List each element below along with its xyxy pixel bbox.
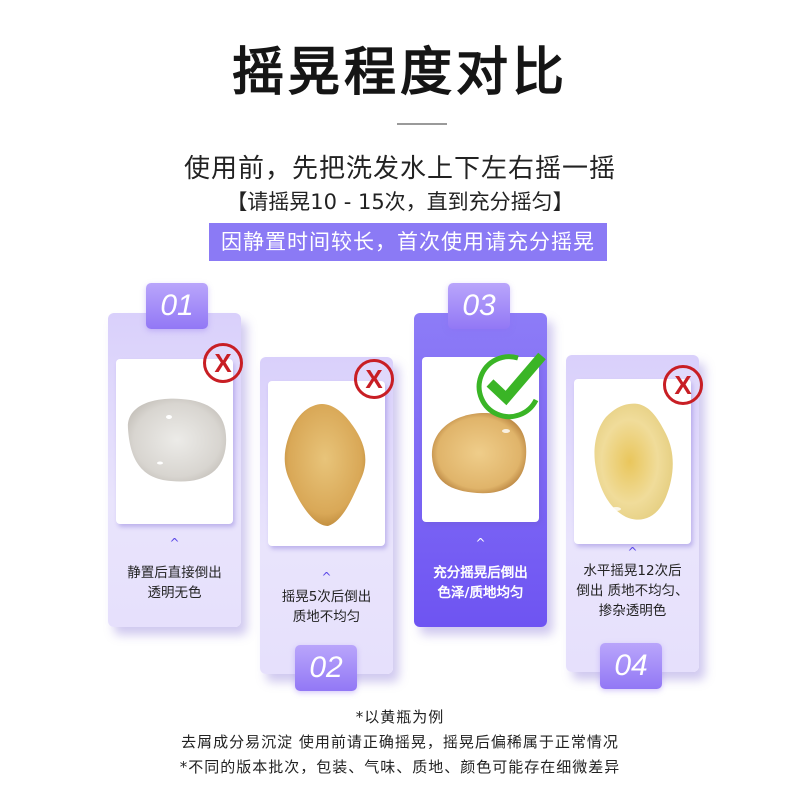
comparison-card-03: ^ 充分摇晃后倒出 色泽/质地均匀 — [414, 313, 547, 627]
incorrect-x-icon: X — [354, 359, 394, 399]
subtitle-shake-count: 【请摇晃10 - 15次，直到充分摇匀】 — [226, 190, 574, 214]
title-divider — [397, 123, 447, 125]
chevron-up-icon: ^ — [321, 570, 332, 584]
sample-photo — [268, 381, 385, 546]
even-shampoo-blob — [431, 412, 527, 494]
card-caption: 充分摇晃后倒出 色泽/质地均匀 — [433, 565, 528, 601]
step-number-badge: 01 — [146, 283, 208, 329]
step-number-badge: 04 — [600, 643, 662, 689]
notice-banner: 因静置时间较长，首次使用请充分摇晃 — [209, 223, 607, 261]
sample-photo — [574, 379, 691, 544]
card-caption: 静置后直接倒出 透明无色 — [127, 565, 222, 601]
page-title: 摇晃程度对比 — [231, 43, 568, 103]
card-caption: 摇晃5次后倒出 质地不均匀 — [281, 589, 372, 625]
uneven-shampoo-blob — [284, 403, 366, 526]
sample-photo — [116, 359, 233, 524]
correct-check-icon — [476, 352, 546, 420]
incorrect-x-icon: X — [663, 365, 703, 405]
chevron-up-icon: ^ — [169, 536, 180, 550]
comparison-card-02: X ^ 摇晃5次后倒出 质地不均匀 — [260, 357, 394, 674]
step-number-badge: 03 — [448, 283, 510, 329]
streaky-shampoo-blob — [594, 403, 673, 520]
chevron-up-icon: ^ — [475, 536, 486, 550]
step-number-badge: 02 — [295, 645, 357, 691]
chevron-up-icon: ^ — [627, 545, 638, 559]
footnote-sediment: 去屑成分易沉淀 使用前请正确摇晃，摇晃后偏稀属于正常情况 — [181, 733, 619, 751]
incorrect-x-icon: X — [203, 343, 243, 383]
comparison-card-01: X ^ 静置后直接倒出 透明无色 — [108, 313, 243, 627]
footnote-variation: *不同的版本批次，包装、气味、质地、颜色可能存在细微差异 — [179, 758, 621, 776]
card-caption: 水平摇晃12次后 倒出 质地不均匀、 掺杂透明色 — [576, 563, 689, 619]
footnote-example: *以黄瓶为例 — [355, 708, 445, 726]
clear-shampoo-blob — [127, 398, 227, 482]
subtitle-instruction: 使用前，先把洗发水上下左右摇一摇 — [183, 154, 616, 184]
comparison-card-04: X ^ 水平摇晃12次后 倒出 质地不均匀、 掺杂透明色 — [566, 355, 703, 672]
